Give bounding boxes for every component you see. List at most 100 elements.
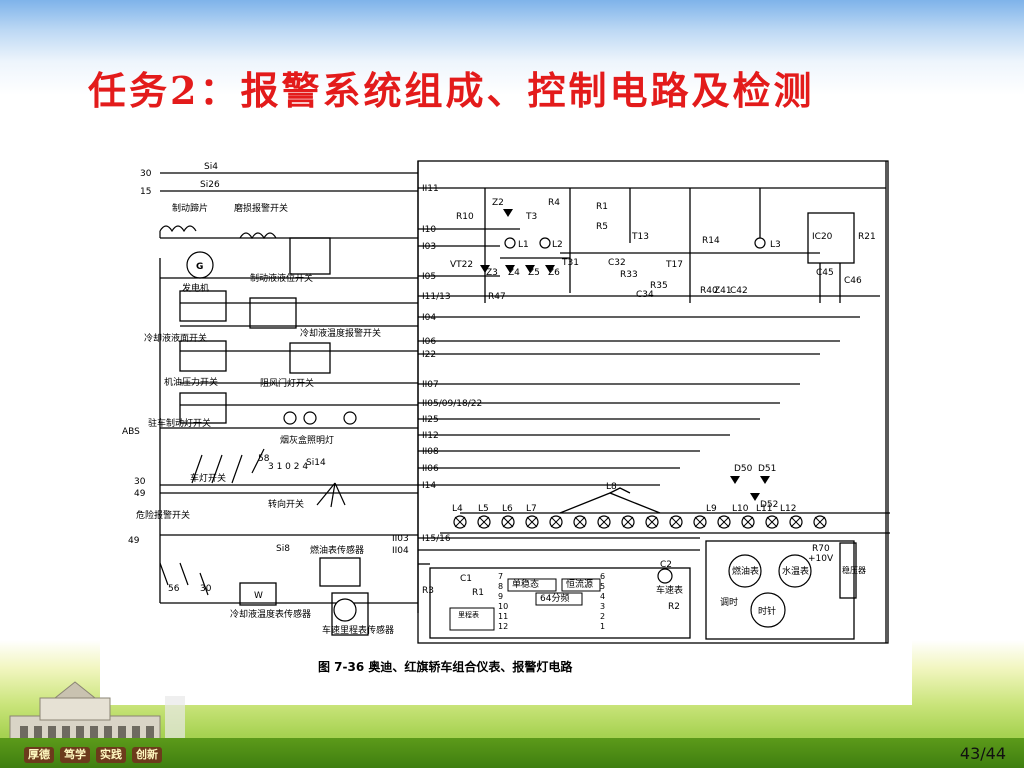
bus-label-9: II05/09/18/22: [422, 399, 482, 409]
bus-label-5: I04: [422, 313, 436, 323]
ic-pin-r-0: 6: [600, 572, 605, 581]
label-r35: R35: [650, 281, 668, 291]
slogan-chip: 厚德: [24, 747, 54, 763]
label-si26: Si26: [200, 180, 220, 190]
footer-bar: [0, 738, 1024, 768]
label-c32: C32: [608, 258, 626, 268]
ic-pin-l-2: 9: [498, 592, 503, 601]
label-turn-positions: 3 1 0 2 4: [268, 462, 308, 472]
label-t15: 15: [140, 187, 151, 197]
label-d51: D51: [758, 464, 776, 474]
label-r10: R10: [456, 212, 474, 222]
label-c45: C45: [816, 268, 834, 278]
ic-pin-r-1: 5: [600, 582, 605, 591]
label-z2: Z2: [492, 198, 504, 208]
label-l11: L11: [756, 504, 772, 514]
ic-pin-l-5: 12: [498, 622, 508, 631]
label-divider64: 64分频: [540, 592, 569, 604]
ic-pin-r-3: 3: [600, 602, 605, 611]
label-speedometer: 车速表: [656, 584, 683, 596]
footer-slogans: 厚德 笃学 实践 创新: [24, 746, 162, 764]
label-z3: Z3: [486, 268, 498, 278]
label-z5: Z5: [528, 268, 540, 278]
label-clock-hands: 时针: [758, 605, 776, 617]
label-turn-switch: 转向开关: [268, 498, 304, 510]
label-r1b: R1: [472, 588, 484, 598]
label-t49: 49: [134, 489, 146, 499]
label-t3: T3: [525, 212, 537, 222]
label-z4: Z4: [508, 268, 520, 278]
label-fuel-sensor: 燃油表传感器: [310, 544, 364, 556]
bus-label-8: II07: [422, 380, 439, 390]
label-t58: 58: [258, 454, 270, 464]
label-r21: R21: [858, 232, 876, 242]
label-c2: C2: [660, 560, 672, 570]
label-coolant-temp-sensor: 冷却液温度表传感器: [230, 608, 311, 620]
label-l6: L6: [502, 504, 513, 514]
label-wear-switch: 磨损报警开关: [234, 202, 288, 214]
label-r3: R3: [422, 586, 434, 596]
bus-label-6: I06: [422, 337, 436, 347]
label-t30: 30: [140, 169, 152, 179]
label-t13: T13: [631, 232, 649, 242]
label-r1: R1: [596, 202, 608, 212]
label-l10: L10: [732, 504, 749, 514]
label-t30b: 30: [134, 477, 146, 487]
label-speed-sensor: 车速里程表传感器: [322, 624, 394, 636]
bus-label-14: I14: [422, 481, 436, 491]
label-d50: D50: [734, 464, 753, 474]
label-coolant-temp-switch: 冷却液温度报警开关: [300, 327, 381, 339]
label-l4: L4: [452, 504, 463, 514]
label-stabilizer: 稳压器: [842, 565, 866, 575]
label-r14: R14: [702, 236, 720, 246]
label-oil-pressure-switch: 机油压力开关: [164, 376, 218, 388]
label-l1: L1: [518, 240, 529, 250]
label-clock-adjust: 调时: [720, 596, 738, 608]
bus-label-13: II06: [422, 464, 439, 474]
circuit-schematic: 30 15 Si4 Si26 制动蹄片 磨损报警开关 G 发电机 制动液液位开关…: [100, 143, 912, 705]
label-l5: L5: [478, 504, 489, 514]
label-z41: Z41: [714, 286, 732, 296]
label-gen-symbol: G: [196, 262, 203, 272]
label-t56: 56: [168, 584, 180, 594]
label-t17: T17: [665, 260, 683, 270]
label-odometer: 里程表: [458, 610, 479, 619]
label-r47: R47: [488, 292, 506, 302]
slide-title: 任务2：报警系统组成、控制电路及检测: [88, 68, 815, 113]
label-parking-brake-switch: 驻车制动灯开关: [148, 417, 211, 429]
ic-pin-l-4: 11: [498, 612, 508, 621]
label-si14: Si14: [306, 458, 326, 468]
label-hazard-switch: 危险报警开关: [136, 509, 190, 521]
ic-pin-r-2: 4: [600, 592, 605, 601]
bus-label-1: I10: [422, 225, 436, 235]
ic-pin-r-4: 2: [600, 612, 605, 621]
label-ashtray-light: 烟灰盒照明灯: [280, 434, 334, 446]
label-l12: L12: [780, 504, 796, 514]
bus-label-3: I05: [422, 272, 436, 282]
label-fuel-gauge: 燃油表: [732, 565, 759, 577]
label-r5: R5: [596, 222, 608, 232]
ic-pin-r-5: 1: [600, 622, 605, 631]
slogan-chip: 实践: [96, 747, 126, 763]
label-w: W: [254, 591, 263, 601]
ic-pin-l-1: 8: [498, 582, 503, 591]
label-l8: L8: [606, 482, 617, 492]
label-brake-pad: 制动蹄片: [172, 202, 208, 214]
label-c1: C1: [460, 574, 472, 584]
label-r33: R33: [620, 270, 638, 280]
label-brake-fluid-switch: 制动液液位开关: [250, 272, 313, 284]
label-t30c: 30: [200, 584, 212, 594]
ic-pin-l-3: 10: [498, 602, 508, 611]
bus-label-12: II08: [422, 447, 439, 457]
label-abs: ABS: [122, 427, 140, 437]
label-l3: L3: [770, 240, 781, 250]
bus-label-11: II12: [422, 431, 439, 441]
label-r2: R2: [668, 602, 680, 612]
label-c46: C46: [844, 276, 862, 286]
label-coolant-level-switch: 冷却液液面开关: [144, 332, 207, 344]
bus-label-4: I11/13: [422, 292, 451, 302]
label-plus10v: +10V: [808, 554, 834, 564]
bus-label-0: II11: [422, 184, 439, 194]
label-r4: R4: [548, 198, 560, 208]
label-choke-switch: 阻风门灯开关: [260, 377, 314, 389]
